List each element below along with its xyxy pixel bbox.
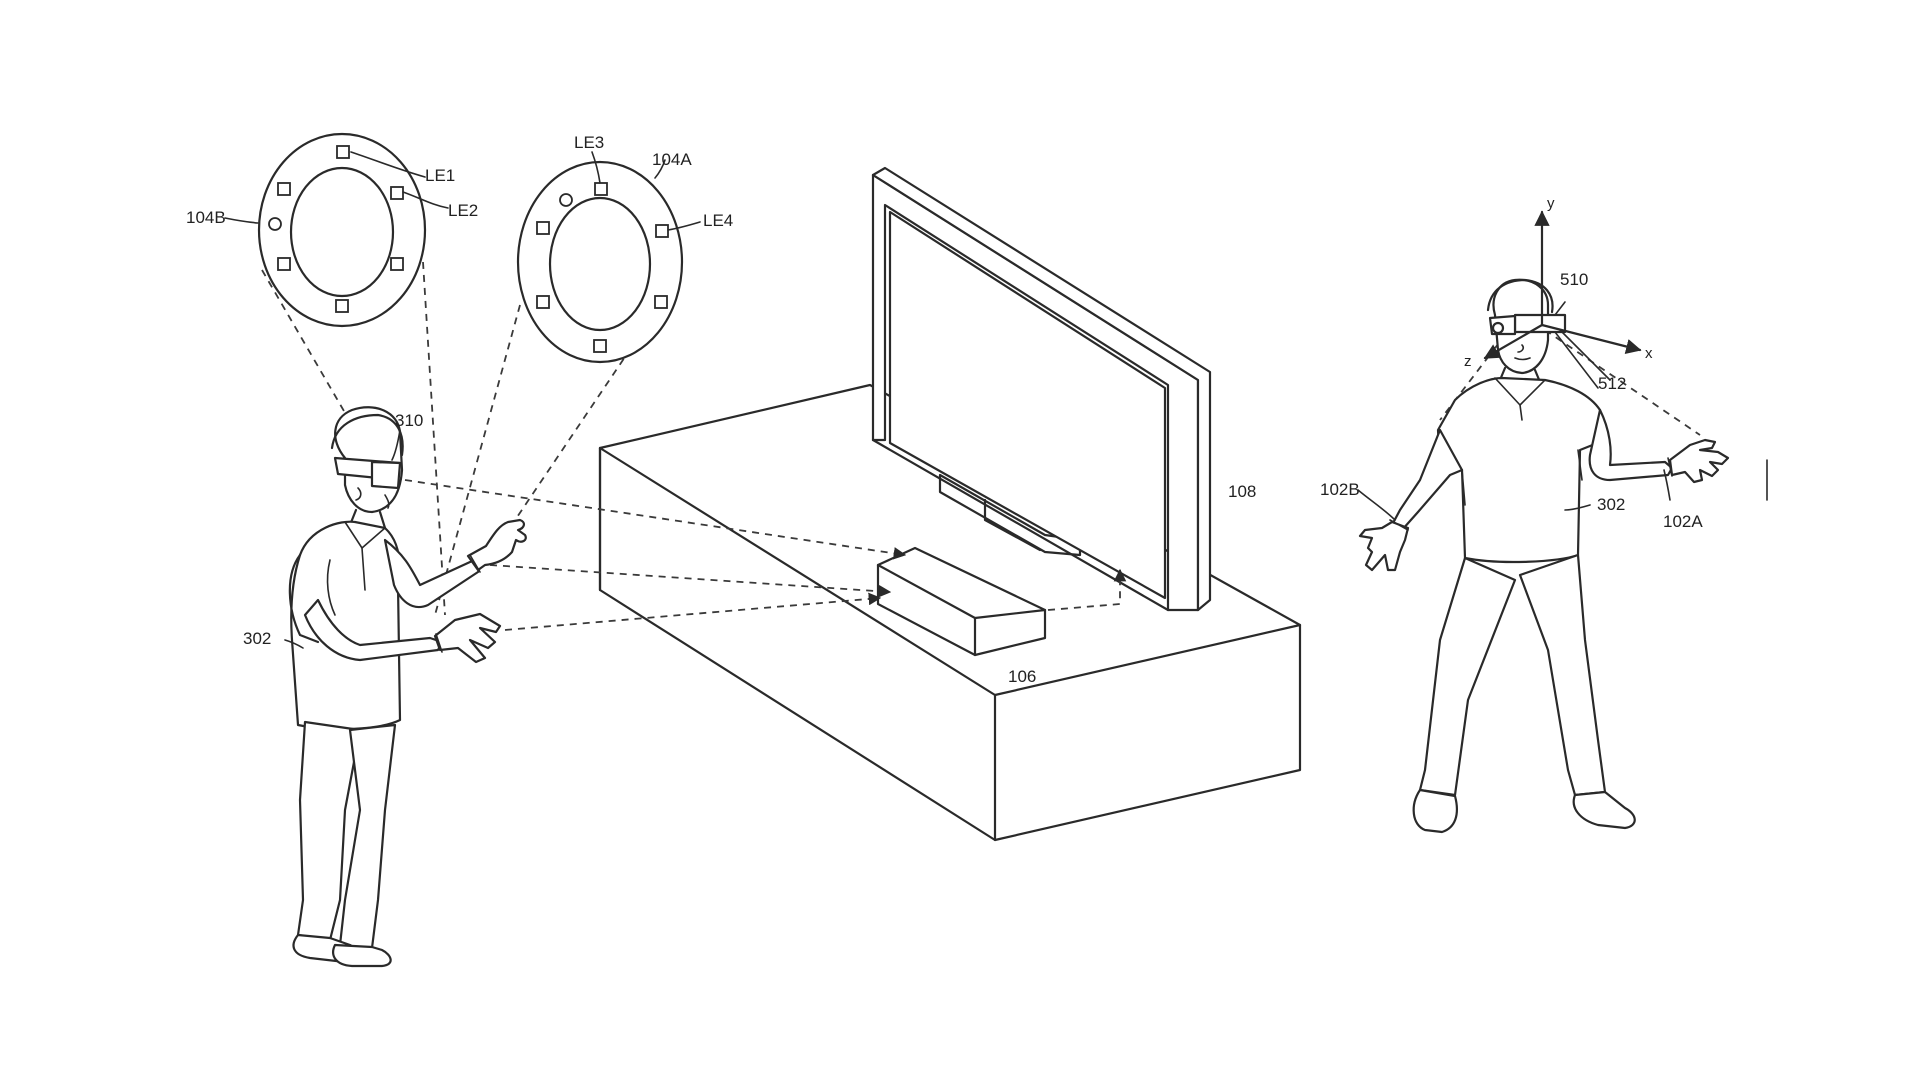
label-104a: 104A xyxy=(652,150,692,169)
label-le2: LE2 xyxy=(448,201,478,220)
label-102b: 102B xyxy=(1320,480,1360,499)
label-302-left: 302 xyxy=(243,629,271,648)
hmd-axes xyxy=(1483,210,1642,389)
display-108 xyxy=(871,166,1212,612)
label-le1: LE1 xyxy=(425,166,455,185)
label-axis-x: x xyxy=(1645,345,1653,362)
label-le4: LE4 xyxy=(703,211,733,230)
left-user-302 xyxy=(284,406,527,968)
label-102a: 102A xyxy=(1663,512,1703,531)
ring-104b xyxy=(224,132,449,328)
label-104b: 104B xyxy=(186,208,226,227)
label-510: 510 xyxy=(1560,270,1588,289)
tracking-lines xyxy=(261,261,1701,631)
labels: 104B LE1 LE2 LE3 104A LE4 310 302 108 10… xyxy=(186,133,1703,686)
label-axis-z: z xyxy=(1464,353,1472,370)
right-user-302 xyxy=(1357,278,1730,834)
label-310: 310 xyxy=(395,411,423,430)
ring-104a xyxy=(516,151,701,364)
label-106: 106 xyxy=(1008,667,1036,686)
label-512: 512 xyxy=(1598,374,1626,393)
label-302-right: 302 xyxy=(1597,495,1625,514)
label-le3: LE3 xyxy=(574,133,604,152)
label-axis-y: y xyxy=(1547,195,1555,212)
label-108: 108 xyxy=(1228,482,1256,501)
